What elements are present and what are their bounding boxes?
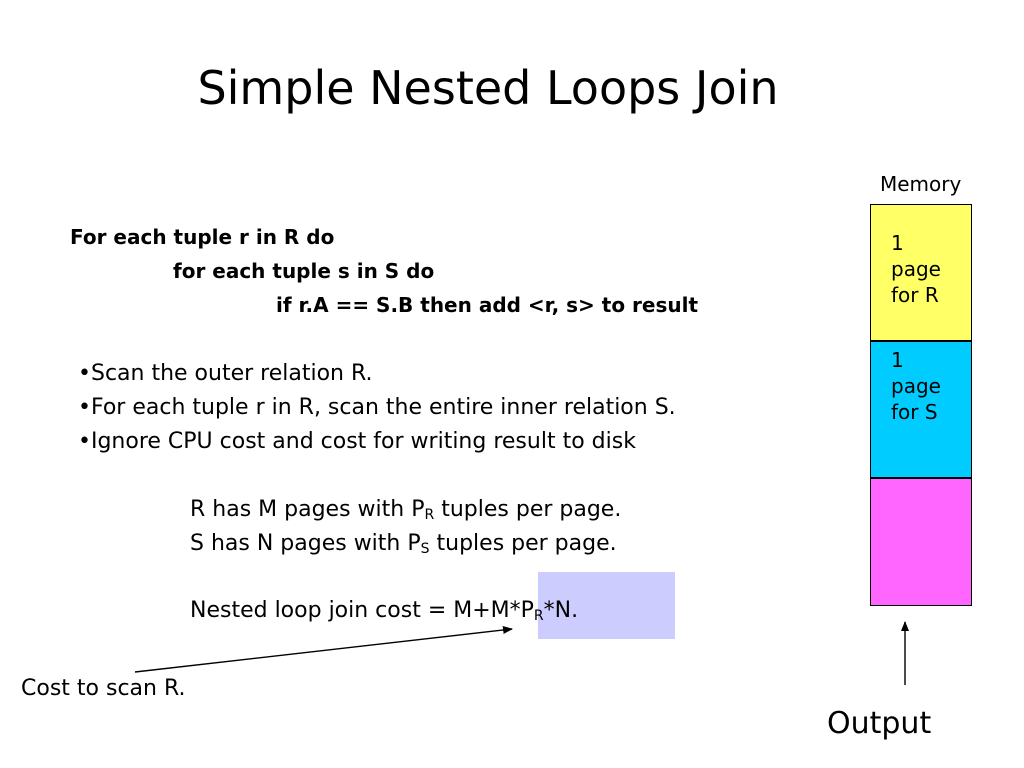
cost-to-scan-arrow (134, 626, 513, 673)
slide-title: Simple Nested Loops Join (197, 61, 779, 115)
pseudocode-line-outer-loop: For each tuple r in R do (70, 225, 335, 249)
output-label: Output (827, 706, 932, 741)
cost-to-scan-label: Cost to scan R. (21, 676, 186, 701)
memory-page-s (870, 341, 972, 478)
memory-page-r-text: 1 page for R (891, 231, 941, 307)
pseudocode-line-condition: if r.A == S.B then add <r, s> to result (276, 293, 699, 317)
fact-s-pages: S has N pages with PS tuples per page. (190, 531, 617, 557)
memory-page-s-text: 1 page for S (891, 348, 941, 424)
bullet-scan-outer: •Scan the outer relation R. (78, 361, 373, 386)
cost-highlight-box (538, 572, 675, 639)
pseudocode-line-inner-loop: for each tuple s in S do (173, 259, 435, 283)
memory-page-r (870, 204, 972, 341)
cost-formula: Nested loop join cost = M+M*PR*N. (190, 598, 579, 624)
memory-output-buffer (870, 478, 972, 606)
bullet-scan-inner: •For each tuple r in R, scan the entire … (78, 395, 676, 420)
memory-label: Memory (880, 172, 962, 196)
bullet-ignore-cpu: •Ignore CPU cost and cost for writing re… (78, 429, 636, 454)
fact-r-pages: R has M pages with PR tuples per page. (190, 497, 622, 523)
